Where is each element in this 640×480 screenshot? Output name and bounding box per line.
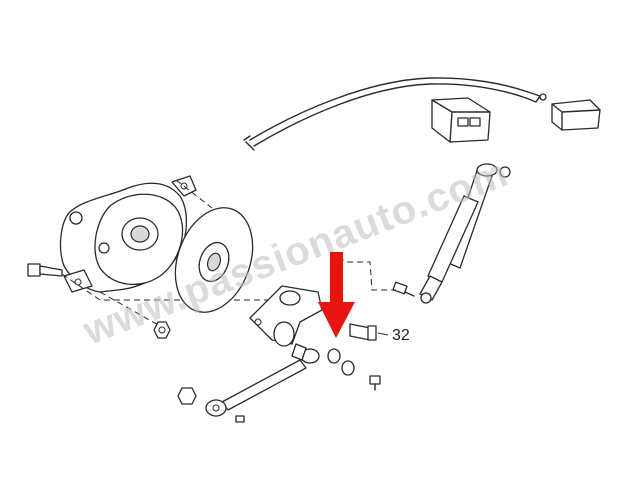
- bolt-32: [349, 323, 389, 341]
- washer-pair: [327, 348, 355, 376]
- assembly-line-nut: [99, 291, 161, 327]
- drive-disc: [174, 207, 254, 313]
- small-screw-bottom: [235, 415, 245, 423]
- small-nut-left: [177, 387, 197, 405]
- callout-32-label: 32: [392, 327, 410, 344]
- gas-strut: [419, 163, 498, 304]
- motor-housing: [59, 175, 197, 293]
- linkage-bracket: [249, 285, 323, 347]
- cable-assembly: [243, 77, 547, 151]
- linkage-rod: [205, 343, 320, 417]
- pointer-arrow-icon: [318, 252, 355, 338]
- strut-bolt: [392, 281, 415, 297]
- assembly-line-left: [61, 273, 300, 301]
- left-bolt: [27, 263, 63, 277]
- clip-screw: [369, 375, 381, 391]
- lower-nut: [153, 321, 171, 339]
- switch-connector: [431, 97, 601, 178]
